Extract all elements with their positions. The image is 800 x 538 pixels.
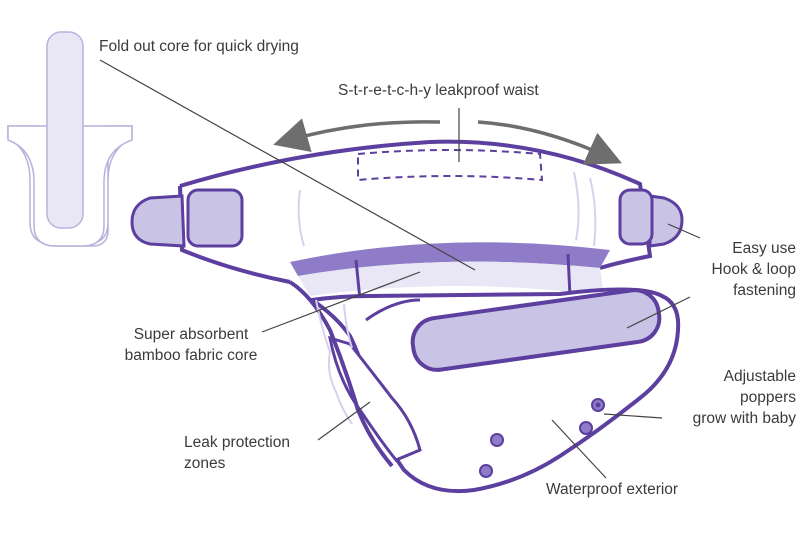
label-hook-loop-line2: Hook & loop bbox=[711, 261, 796, 278]
label-poppers-line1: Adjustable bbox=[723, 368, 796, 385]
leader-leak-protection bbox=[317, 401, 371, 441]
label-fold-out-core: Fold out core for quick drying bbox=[99, 38, 299, 55]
popper-icon bbox=[591, 398, 605, 412]
leader-poppers bbox=[603, 413, 663, 419]
leader-hook-loop bbox=[667, 223, 701, 239]
label-absorbent-core-line2: bamboo fabric core bbox=[124, 347, 258, 364]
label-hook-loop-line3: fastening bbox=[733, 282, 796, 299]
label-poppers-line2: poppers bbox=[739, 389, 796, 406]
left-side-tab bbox=[130, 188, 244, 248]
diaper-front-panel bbox=[288, 280, 681, 494]
popper-icon bbox=[490, 433, 504, 447]
right-side-tab bbox=[618, 188, 684, 248]
fold-out-core-insert bbox=[7, 31, 133, 247]
label-stretchy-waist: S-t-r-e-t-c-h-y leakproof waist bbox=[338, 82, 539, 99]
label-hook-loop-line1: Easy use bbox=[732, 240, 796, 257]
label-hook-loop: Easy use Hook & loop fastening bbox=[640, 238, 796, 301]
leader-waterproof-exterior bbox=[551, 419, 607, 479]
label-absorbent-core: Super absorbent bamboo fabric core bbox=[96, 324, 286, 366]
curved-double-arrow-icon bbox=[273, 118, 622, 165]
label-absorbent-core-line1: Super absorbent bbox=[133, 326, 249, 343]
label-leak-protection-line2: zones bbox=[184, 455, 226, 472]
label-leak-protection-line1: Leak protection bbox=[184, 434, 290, 451]
bamboo-fabric-core bbox=[290, 242, 610, 301]
leader-fold-out-core bbox=[99, 59, 476, 271]
leader-hook-loop-strip bbox=[626, 296, 691, 329]
label-adjustable-poppers: Adjustable poppers grow with baby bbox=[640, 366, 796, 429]
leader-absorbent-core bbox=[261, 271, 421, 333]
label-poppers-line3: grow with baby bbox=[692, 410, 796, 427]
poppers bbox=[479, 398, 605, 478]
popper-icon bbox=[479, 464, 493, 478]
label-waterproof-exterior: Waterproof exterior bbox=[546, 481, 679, 498]
label-leak-protection: Leak protection zones bbox=[184, 432, 290, 474]
popper-icon bbox=[579, 421, 593, 435]
leader-lines bbox=[99, 59, 701, 479]
